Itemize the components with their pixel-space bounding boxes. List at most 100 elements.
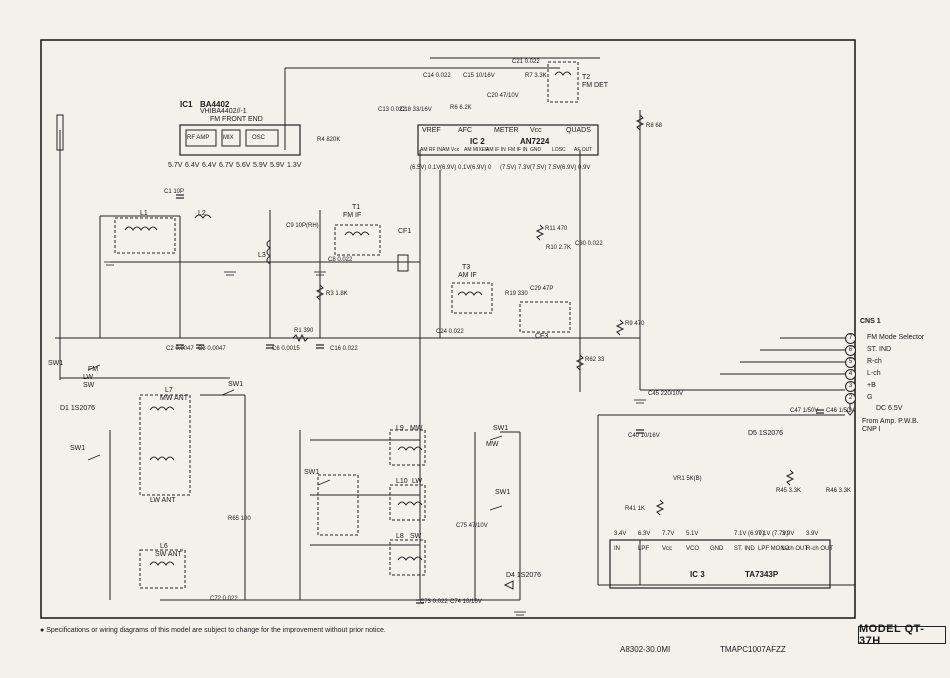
component-c18: C18 33/16V [400,107,432,113]
component-c14: C14 0.022 [423,73,451,79]
specification-note: ● Specifications or wiring diagrams of t… [40,627,386,634]
component-r4: R4 820K [317,137,341,143]
ic3-pin-name: L-ch OUT [782,546,809,552]
l3-label: L3 [258,252,266,259]
ic1-part: BA4402 [200,100,230,109]
component-c24: C24 0.022 [436,329,464,335]
ic2-bottom-pin: AM IF IN [486,147,506,153]
switch-lw: LW [83,374,93,381]
cf1-body [397,254,409,272]
ic1-pin-voltage: 5.9V [253,162,268,169]
ic3-pin-voltage: 5.1V [686,531,699,537]
ic1-rf-amp-label: RF AMP [187,135,210,141]
l6-name: SW ANT [155,551,182,558]
connector-pin-number: 5 [845,357,856,368]
component-c74: C74 10/16V [450,599,482,605]
component-c30: C30 0.022 [575,241,603,247]
sw1-label-a: SW1 [48,360,64,367]
connector-pin-number: 7 [845,333,856,344]
ic2-bottom-pin: AF OUT [574,147,593,153]
t2-label: T2 [582,74,591,81]
connector-pin-label: R-ch [867,358,882,365]
component-c1: C1 10P [164,189,185,195]
l7-shield [139,394,191,496]
component-r7: R7 3.3K [525,73,547,79]
component-r65: R65 100 [228,516,251,522]
l8-shield [389,539,426,576]
component-r6: R6 6.2K [450,105,472,111]
l2-label: L2 [198,210,206,217]
ic1-mix-block [221,129,241,147]
ic1-pin-voltage: 5.9V [270,162,285,169]
component-c45: C45 220/10V [648,391,684,397]
ic2-bottom-pin: LOSC [552,147,566,153]
t2-name: FM DET [582,82,609,89]
l6-label: L6 [160,543,168,550]
part-code: TMAPC1007AFZZ [720,645,786,654]
ic1-rf-amp-block [185,129,217,147]
connector-pin-number: 4 [845,369,856,380]
component-r11: R11 470 [545,226,568,232]
ic3-pin-name: VCO [686,546,700,552]
switch-sw: SW [83,382,95,389]
l7-label: L7 [165,387,173,394]
sw1-label-e: SW1 [495,489,511,496]
ic3-pin-voltage: 3.4V [614,531,627,537]
t3-shield [451,282,493,314]
cf3-block [519,301,571,333]
diode-d1: D1 1S2076 [60,405,96,412]
component-vr1: VR1 5K(B) [673,476,702,482]
t1-shield [334,224,381,256]
component-c20: C20 47/10V [487,93,519,99]
ic2-pin-voltage: (7.5V) 7.3V [500,165,531,171]
from-amp-label: From Amp. P.W.B. CNP I [862,418,919,433]
ic3-pin-name: GND [710,546,724,552]
ic3-pin-name: LPF [638,546,650,552]
sw1-label-b: SW1 [228,381,244,388]
dc-voltage-label: DC 6.5V [876,405,903,412]
t2-shield [547,61,579,103]
ic3-part: TA7343P [745,570,779,579]
component-r1: R1 390 [294,328,314,334]
ic3-pin-voltage: 7.1V (7.7V) [758,531,789,537]
ic2-top-pin: Vcc [530,127,542,134]
l7-name: MW ANT [160,395,188,402]
component-c2: C2 0.0047 [166,346,194,352]
model-title: MODEL QT-37H [858,623,946,647]
t3-label: T3 [462,264,471,271]
ic3-pin-voltage: 3.9V [782,531,795,537]
component-r46: R46 3.3K [826,488,852,494]
ic2-pin-voltage: (6.5V) 0.1V [410,165,441,171]
ic2-top-pin: QUADS [566,127,591,134]
connector-pin-number: 3 [845,381,856,392]
l10-shield [389,484,426,521]
ic3-pin-name: Vcc [662,546,673,552]
ic3-pin-name: IN [614,546,620,552]
component-r41: R41 1K [625,506,646,512]
ic2-top-pin: AFC [458,127,472,134]
component-r3: R3 1.8K [326,291,348,297]
component-c8: C8 0.022 [328,257,353,263]
l9-label: L9 [396,425,404,432]
ic1-pin-voltage: 6.4V [202,162,217,169]
component-c73: C73 0.022 [420,599,448,605]
switch-mw: MW [486,441,499,448]
connector-pin-number: 6 [845,345,856,356]
ic1-part-code: VHIBA4402//-1 [200,108,247,115]
connector-title: CNS 1 [860,318,881,325]
diode-d4: D4 1S2076 [506,572,542,579]
ic2-pin-voltage: (7.5V) 7.5V [530,165,561,171]
ic1-mix-label: MIX [223,135,234,141]
schematic-border [40,39,856,619]
connector-pin-number: 2 [845,393,856,404]
connector-pin-label: FM Mode Selector [867,334,925,341]
connector-pin-label: +B [867,382,876,389]
ic2-body [417,124,599,156]
component-c72: C72 0.022 [210,596,238,602]
ic3-body [609,539,831,589]
ic2-pin-voltage: (6.9V) 0 [470,165,492,171]
ic2-bottom-pin: AM RF IN [420,147,442,153]
rod-antenna [56,114,64,151]
ic3-ref: IC 3 [690,570,705,579]
component-c46: C46 1/50V [826,408,855,414]
